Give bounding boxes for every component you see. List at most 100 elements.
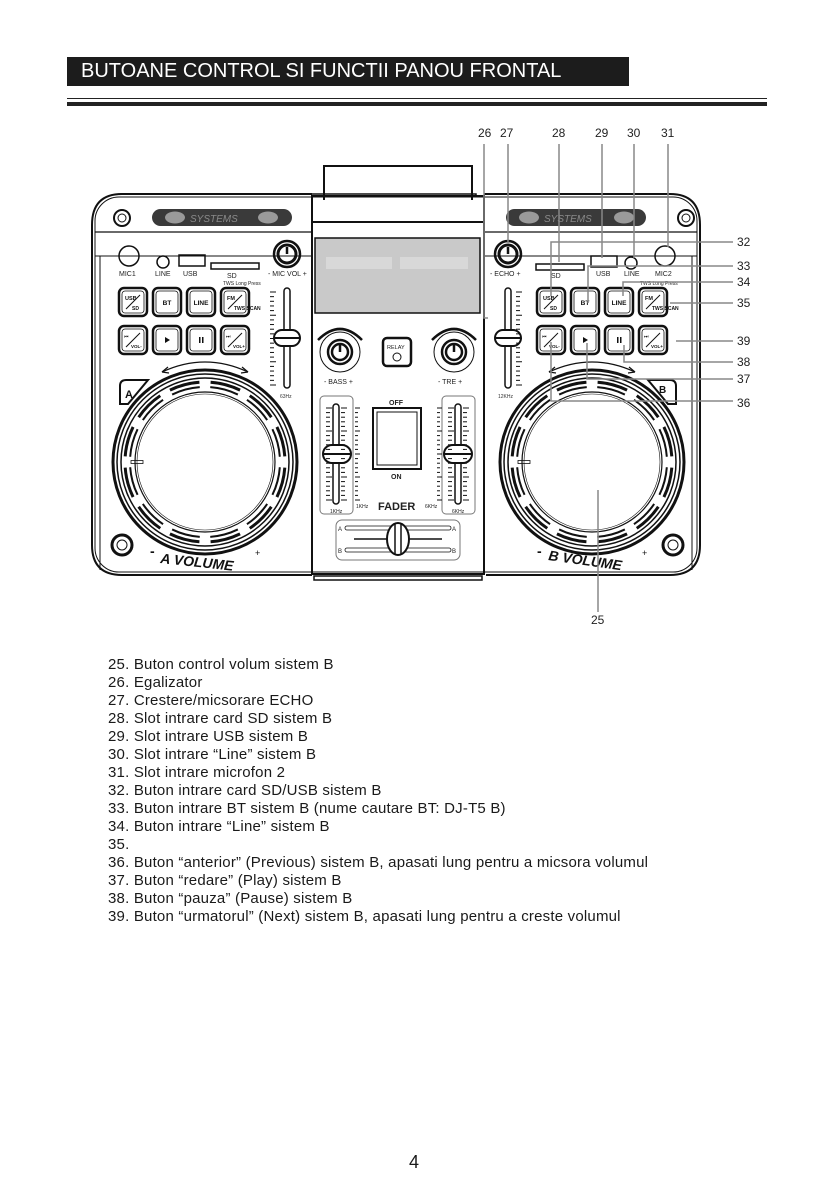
bass-label: - BASS +: [324, 379, 353, 386]
play-button-left[interactable]: [151, 324, 183, 356]
callout-26: 26: [478, 126, 492, 140]
brand-logo-right: SYSTEMS: [544, 214, 592, 225]
legend-item: 29. Slot intrare USB sistem B: [108, 728, 309, 745]
pause-button-right[interactable]: [603, 324, 635, 356]
deck-a-letter: A: [125, 389, 133, 401]
eq-6khz-frame: [441, 395, 476, 515]
mic1-jack[interactable]: [118, 245, 140, 267]
body-top-left: [91, 193, 312, 226]
bt-button-right[interactable]: BT: [569, 286, 601, 318]
jog-segment: [142, 503, 164, 525]
power-switch[interactable]: [372, 407, 422, 470]
legend-item: 28. Slot intrare card SD sistem B: [108, 710, 333, 727]
jog-segment: [558, 528, 587, 538]
button-label-bottom: VOL-: [549, 344, 560, 349]
treble-label: - TRE +: [438, 379, 462, 386]
legend-item: 36. Buton “anterior” (Previous) sistem B…: [108, 854, 649, 871]
jog-segment: [142, 399, 164, 421]
jog-segment: [123, 467, 135, 498]
button-label-top: FM: [645, 296, 653, 302]
jog-segment: [169, 532, 200, 544]
bass-knob[interactable]: [326, 338, 354, 366]
jog-wheel-a[interactable]: [111, 368, 299, 556]
line-label-right: LINE: [624, 271, 640, 278]
callout-38: 38: [737, 355, 751, 369]
jog-segment: [556, 380, 587, 392]
usb-sd-button-left[interactable]: USB SD: [117, 286, 149, 318]
button-label-bottom: TWS SCAN: [652, 306, 679, 312]
callout-37: 37: [737, 372, 751, 386]
sd-label-left: SD: [227, 273, 237, 280]
button-label-bottom: SD: [550, 306, 557, 312]
callout-29: 29: [595, 126, 609, 140]
jog-segment: [137, 394, 162, 419]
jog-segment: [210, 528, 239, 538]
eq-1khz-scale-label: 1KHz: [356, 504, 369, 510]
treble-knob[interactable]: [440, 338, 468, 366]
jog-segment: [210, 380, 241, 392]
jog-segment: [210, 386, 239, 396]
fm-tws-scan-button-left[interactable]: FM TWS SCAN: [219, 286, 261, 318]
switch-off-label: OFF: [389, 400, 404, 407]
jog-segment: [275, 426, 287, 457]
previous-button-left[interactable]: ⏮VOL-: [117, 324, 149, 356]
play-button-right[interactable]: [569, 324, 601, 356]
eq-slider-63hz[interactable]: [273, 287, 301, 389]
callout-39: 39: [737, 334, 751, 348]
jog-segment: [516, 467, 526, 496]
jog-segment: [524, 394, 549, 419]
next-button-left[interactable]: ⏭VOL+: [219, 324, 251, 356]
line-button-right[interactable]: LINE: [603, 286, 635, 318]
jog-segment: [658, 467, 668, 496]
button-label-bottom: VOL+: [651, 344, 663, 349]
callout-27: 27: [500, 126, 514, 140]
usb-port-left[interactable]: [178, 254, 206, 267]
mic2-label: MIC2: [655, 271, 672, 278]
vol-a-label: A VOLUME: [159, 550, 235, 574]
next-button-right[interactable]: ⏭VOL+: [637, 324, 669, 356]
display-screen: [314, 237, 481, 314]
jog-segment: [275, 467, 287, 498]
sd-slot-left[interactable]: [210, 262, 260, 270]
relay-button[interactable]: [381, 336, 413, 368]
legend-item: 34. Buton intrare “Line” sistem B: [108, 818, 330, 835]
button-label-top: USB: [125, 296, 137, 302]
usb-port-right[interactable]: [590, 255, 618, 268]
brand-plate-right: SYSTEMS: [506, 209, 646, 226]
crossfader[interactable]: [335, 519, 461, 561]
button-label-bottom: SD: [132, 306, 139, 312]
line-jack-left[interactable]: [156, 255, 170, 269]
relay-label: RELAY: [387, 345, 405, 351]
legend-item: 33. Buton intrare BT sistem B (nume caut…: [108, 800, 506, 817]
jog-segment: [556, 532, 587, 544]
bt-button-left[interactable]: BT: [151, 286, 183, 318]
fm-tws-scan-button-right[interactable]: FM TWS SCAN: [637, 286, 679, 318]
line-button-left[interactable]: LINE: [185, 286, 217, 318]
pause-icon: [199, 337, 201, 343]
vol-a-plus: +: [255, 548, 260, 558]
jog-marker: [130, 460, 144, 464]
line-jack-right[interactable]: [624, 256, 638, 270]
jog-marker: [517, 460, 531, 464]
switch-on-label: ON: [391, 474, 402, 481]
sd-slot-right[interactable]: [535, 263, 585, 271]
eq-1khz-label: 1KHz: [330, 509, 343, 515]
fader-label: FADER: [378, 501, 415, 513]
brand-plate-left: SYSTEMS: [152, 209, 292, 226]
play-icon: [583, 337, 588, 343]
button-label-bottom: TWS SCAN: [234, 306, 261, 312]
button-label-top: FM: [227, 296, 235, 302]
pause-button-left[interactable]: [185, 324, 217, 356]
jog-segment: [524, 505, 549, 530]
eq-1khz-frame: [319, 395, 354, 515]
tws-label-right: TWS Long Press: [640, 281, 678, 287]
jog-segment: [210, 532, 241, 544]
mic-vol-knob[interactable]: [272, 239, 302, 269]
arc-arrow-right: [548, 361, 636, 373]
jog-wheel-b[interactable]: [498, 368, 686, 556]
divider-thick: [67, 102, 767, 106]
slider-freq-right: 12KHz: [498, 394, 514, 400]
jog-segment: [137, 505, 162, 530]
crossfader-a-left: A: [338, 527, 342, 533]
